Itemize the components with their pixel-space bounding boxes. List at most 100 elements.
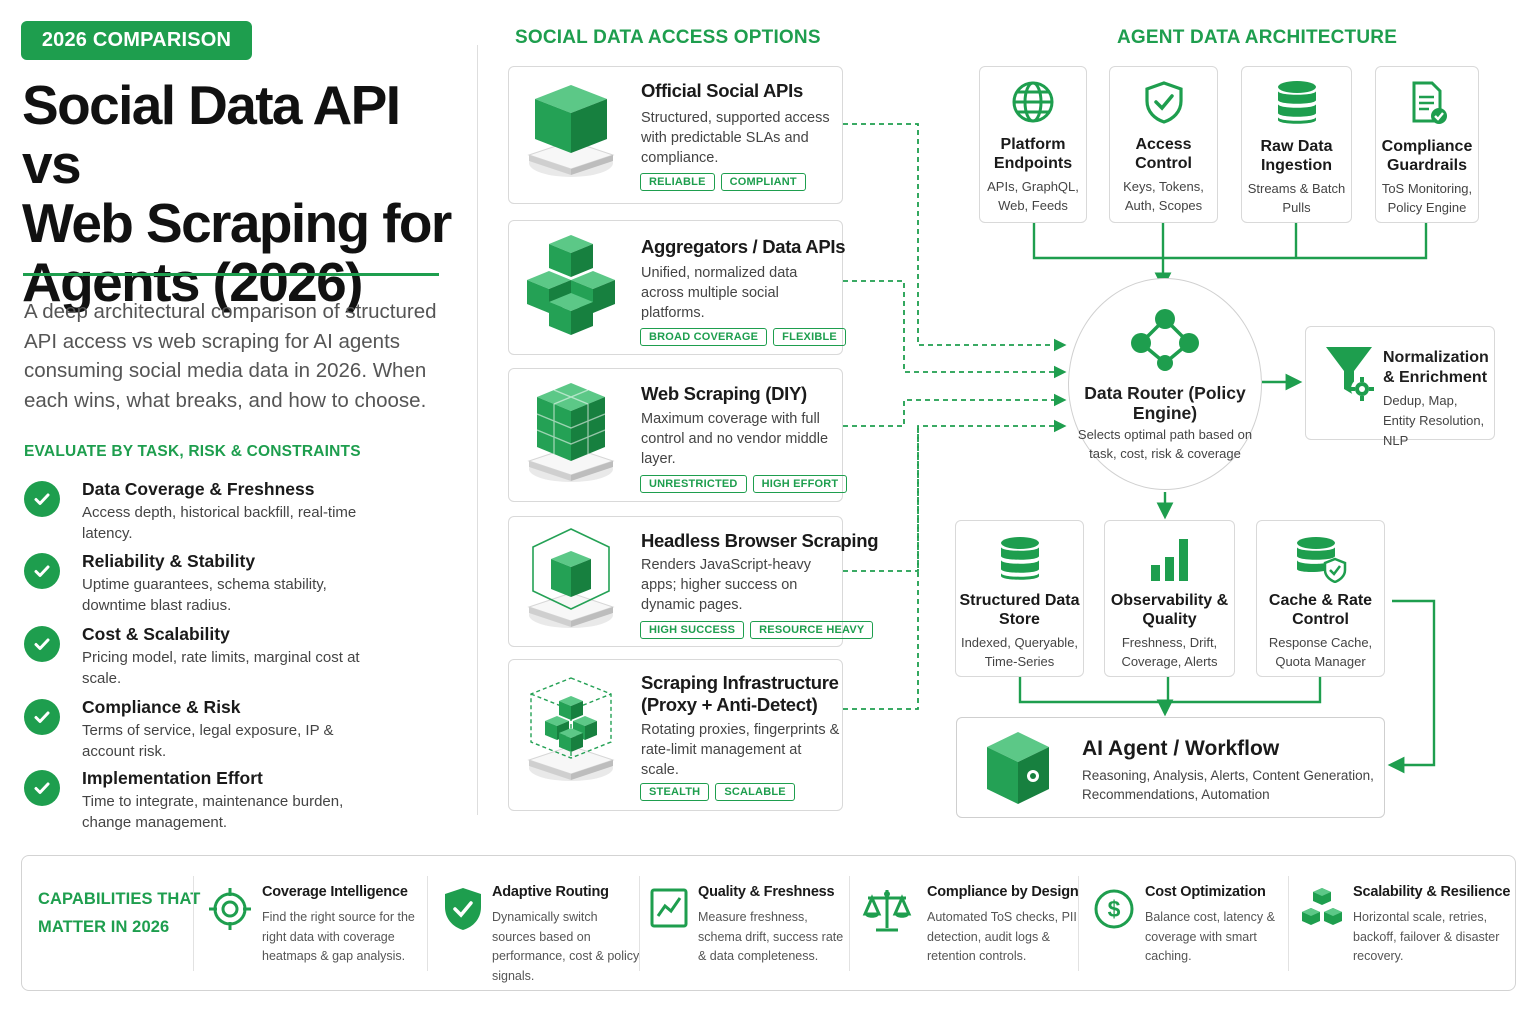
arch-card-raw-data-ingestion[interactable]: Raw Data Ingestion Streams & Batch Pulls xyxy=(1241,66,1352,223)
option-desc: Maximum coverage with full control and n… xyxy=(641,411,829,467)
title-line: Agents (2026) xyxy=(22,251,363,313)
title-divider xyxy=(23,273,439,276)
divider xyxy=(1078,876,1079,971)
capability-title: Cost Optimization xyxy=(1145,884,1266,900)
arch-card-title: Access Control xyxy=(1135,136,1192,172)
capabilities-heading: CAPABILITIES THAT MATTER IN 2026 xyxy=(38,885,200,941)
option-card-headless-browser[interactable]: Headless Browser Scraping Renders JavaSc… xyxy=(508,516,879,647)
criterion-title: Compliance & Risk xyxy=(82,697,241,717)
option-desc: Unified, normalized data across multiple… xyxy=(641,265,798,321)
option-title: Headless Browser Scraping xyxy=(641,530,879,551)
shield-check-icon xyxy=(442,886,484,937)
capability-item: Adaptive Routing Dynamically switch sour… xyxy=(439,856,644,992)
normalization-title: Normalization & Enrichment xyxy=(1383,349,1489,386)
capability-title: Coverage Intelligence xyxy=(262,884,408,900)
connector-aggregators xyxy=(843,280,1067,379)
criterion-desc: Pricing model, rate limits, marginal cos… xyxy=(82,649,360,687)
option-tag: HIGH EFFORT xyxy=(752,475,848,493)
arch-card-desc: Freshness, Drift, Coverage, Alerts xyxy=(1121,635,1218,669)
option-card-aggregators[interactable]: Aggregators / Data APIs Unified, normali… xyxy=(508,220,846,355)
options-heading: SOCIAL DATA ACCESS OPTIONS xyxy=(515,27,821,48)
arch-card-observability[interactable]: Observability & Quality Freshness, Drift… xyxy=(1104,520,1235,677)
cube-cluster-icon xyxy=(519,231,619,348)
connector-top-merge xyxy=(1032,223,1428,260)
option-card-scraping-infrastructure[interactable]: Scraping Infrastructure (Proxy + Anti-De… xyxy=(508,659,843,811)
intro-text: A deep architectural comparison of struc… xyxy=(24,300,437,412)
option-tag: STEALTH xyxy=(640,783,710,801)
capability-title: Scalability & Resilience xyxy=(1353,884,1511,900)
criterion-title: Cost & Scalability xyxy=(82,624,230,644)
arch-card-structured-data-store[interactable]: Structured Data Store Indexed, Queryable… xyxy=(955,520,1084,677)
criterion-desc: Uptime guarantees, schema stability, dow… xyxy=(82,576,327,614)
arch-card-compliance-guardrails[interactable]: Compliance Guardrails ToS Monitoring, Po… xyxy=(1375,66,1479,223)
globe-icon xyxy=(980,79,1086,125)
divider xyxy=(849,876,850,971)
router-title: Data Router (Policy Engine) xyxy=(1084,383,1246,423)
capability-desc: Balance cost, latency & coverage with sm… xyxy=(1145,910,1275,963)
connector-web-scraping xyxy=(843,393,1067,427)
option-title: Official Social APIs xyxy=(641,80,803,101)
database-icon xyxy=(956,535,1083,583)
agent-title: AI Agent / Workflow xyxy=(1082,737,1280,760)
arch-card-desc: ToS Monitoring, Policy Engine xyxy=(1381,181,1473,215)
dashed-cube-icon xyxy=(519,676,619,799)
arch-card-desc: Keys, Tokens, Auth, Scopes xyxy=(1123,179,1204,213)
capability-item: Coverage Intelligence Find the right sou… xyxy=(204,856,429,992)
option-tag: HIGH SUCCESS xyxy=(640,621,745,639)
arch-card-title: Observability & Quality xyxy=(1110,592,1229,628)
arch-card-platform-endpoints[interactable]: Platform Endpoints APIs, GraphQL, Web, F… xyxy=(979,66,1087,223)
network-nodes-icon xyxy=(1127,307,1203,376)
arch-card-desc: Indexed, Queryable, Time-Series xyxy=(960,635,1079,669)
criterion-desc: Terms of service, legal exposure, IP & a… xyxy=(82,722,334,760)
option-desc: Structured, supported access with predic… xyxy=(641,110,830,166)
title-line: Web Scraping for xyxy=(22,192,452,254)
bar-chart-icon xyxy=(1105,535,1234,583)
arch-card-title: Structured Data Store xyxy=(959,592,1080,628)
column-divider xyxy=(477,45,478,815)
capability-desc: Dynamically switch sources based on perf… xyxy=(492,910,640,983)
divider xyxy=(1288,876,1289,971)
capabilities-heading-line: MATTER IN 2026 xyxy=(38,918,170,936)
connector-bottom-merge xyxy=(1018,677,1322,704)
trend-chart-icon xyxy=(649,886,689,935)
criterion-title: Implementation Effort xyxy=(82,768,263,788)
cube-icon xyxy=(519,77,619,200)
database-icon xyxy=(1242,79,1351,127)
title-line: Social Data API vs xyxy=(22,74,401,195)
ai-agent-card[interactable]: AI Agent / Workflow Reasoning, Analysis,… xyxy=(956,717,1385,818)
normalization-card[interactable]: Normalization & Enrichment Dedup, Map, E… xyxy=(1305,326,1495,448)
agent-cube-icon xyxy=(983,730,1053,811)
grid-cube-icon xyxy=(519,379,619,500)
capability-desc: Measure freshness, schema drift, success… xyxy=(698,910,844,963)
option-tag: BROAD COVERAGE xyxy=(640,328,768,346)
arch-card-access-control[interactable]: Access Control Keys, Tokens, Auth, Scope… xyxy=(1109,66,1218,223)
option-tag: FLEXIBLE xyxy=(773,328,846,346)
criterion-title: Reliability & Stability xyxy=(82,551,256,571)
agent-desc: Reasoning, Analysis, Alerts, Content Gen… xyxy=(1082,768,1374,802)
normalization-desc: Dedup, Map, Entity Resolution, NLP xyxy=(1383,393,1485,448)
option-title-line2: (Proxy + Anti-Detect) xyxy=(641,694,818,715)
option-tag: RESOURCE HEAVY xyxy=(750,621,874,639)
capability-title: Quality & Freshness xyxy=(698,884,835,900)
arch-card-desc: Response Cache, Quota Manager xyxy=(1268,635,1373,669)
router-desc: Selects optimal path based on task, cost… xyxy=(1077,427,1253,461)
arch-card-desc: APIs, GraphQL, Web, Feeds xyxy=(987,179,1079,213)
arch-card-cache-rate-control[interactable]: Cache & Rate Control Response Cache, Quo… xyxy=(1256,520,1385,677)
capability-title: Compliance by Design xyxy=(927,884,1079,900)
data-router-node[interactable]: Data Router (Policy Engine) Selects opti… xyxy=(1068,278,1262,490)
dollar-icon: $ xyxy=(1093,888,1135,935)
option-tag: COMPLIANT xyxy=(720,173,806,191)
option-tag: SCALABLE xyxy=(715,783,795,801)
option-card-official-apis[interactable]: Official Social APIs Structured, support… xyxy=(508,66,843,204)
check-circle-icon xyxy=(24,626,60,662)
check-circle-icon xyxy=(24,481,60,517)
option-card-web-scraping[interactable]: Web Scraping (DIY) Maximum coverage with… xyxy=(508,368,848,502)
arch-card-title: Cache & Rate Control xyxy=(1268,592,1373,628)
option-title: Web Scraping (DIY) xyxy=(641,383,807,404)
scales-icon xyxy=(862,886,912,939)
criterion-title: Data Coverage & Freshness xyxy=(82,479,315,499)
capability-item: Compliance by Design Automated ToS check… xyxy=(860,856,1080,992)
capability-title: Adaptive Routing xyxy=(492,884,609,900)
target-icon xyxy=(207,886,253,937)
divider xyxy=(193,876,194,971)
